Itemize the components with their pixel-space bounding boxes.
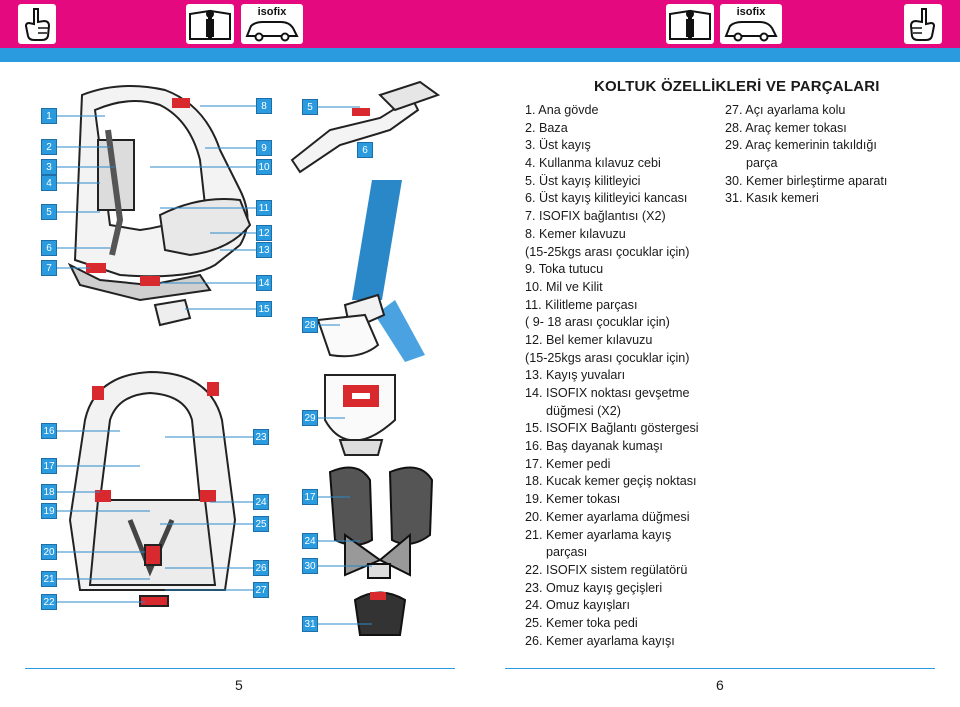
callout-number: 18 bbox=[41, 484, 57, 500]
callout-number: 11 bbox=[256, 200, 272, 216]
list-item: 5. Üst kayış kilitleyici bbox=[525, 173, 641, 188]
isofix-label: isofix bbox=[736, 6, 766, 18]
belt-guide-red bbox=[172, 98, 190, 108]
pointing-hand-icon bbox=[904, 4, 942, 44]
pointing-hand-icon bbox=[18, 4, 56, 44]
list-item: 25. Kemer toka pedi bbox=[525, 615, 638, 630]
list-item: 18. Kucak kemer geçiş noktası bbox=[525, 474, 697, 489]
list-item: (15-25kgs arası çocuklar için) bbox=[525, 244, 690, 259]
callout-number: 19 bbox=[41, 503, 57, 519]
callout-number: 23 bbox=[253, 429, 269, 445]
list-item: 28. Araç kemer tokası bbox=[725, 120, 847, 135]
callout-number: 17 bbox=[41, 458, 57, 474]
header-band bbox=[0, 48, 960, 62]
info-book-icon bbox=[186, 4, 234, 44]
list-item: parça bbox=[725, 156, 778, 171]
list-item: 30. Kemer birleştirme aparatı bbox=[725, 173, 888, 188]
isofix-car-icon: isofix bbox=[241, 4, 303, 44]
list-item: 22. ISOFIX sistem regülatörü bbox=[525, 562, 688, 577]
list-item: 29. Araç kemerinin takıldığı bbox=[725, 138, 877, 153]
list-item: 4. Kullanma kılavuz cebi bbox=[525, 156, 661, 171]
list-item: 21. Kemer ayarlama kayış bbox=[525, 527, 672, 542]
callout-number: 3 bbox=[41, 159, 57, 175]
callout-number: 28 bbox=[302, 317, 318, 333]
callout-number: 26 bbox=[253, 560, 269, 576]
callout-number: 22 bbox=[41, 594, 57, 610]
callout-number: 29 bbox=[302, 410, 318, 426]
callout-number: 12 bbox=[256, 225, 272, 241]
list-item: 26. Kemer ayarlama kayışı bbox=[525, 633, 675, 648]
callout-number: 1 bbox=[41, 108, 57, 124]
callout-number: 17 bbox=[302, 489, 318, 505]
list-item: 12. Bel kemer kılavuzu bbox=[525, 332, 653, 347]
list-item: 24. Omuz kayışları bbox=[525, 598, 630, 613]
list-item: 20. Kemer ayarlama düğmesi bbox=[525, 509, 690, 524]
list-item: 19. Kemer tokası bbox=[525, 492, 621, 507]
callout-number: 16 bbox=[41, 423, 57, 439]
callout-number: 6 bbox=[357, 142, 373, 158]
callout-number: 5 bbox=[302, 99, 318, 115]
callout-number: 24 bbox=[253, 494, 269, 510]
header-bar bbox=[0, 0, 960, 48]
callout-number: 7 bbox=[41, 260, 57, 276]
list-item: 15. ISOFIX Bağlantı göstergesi bbox=[525, 421, 699, 436]
callout-number: 6 bbox=[41, 240, 57, 256]
list-item: 14. ISOFIX noktası gevşetme bbox=[525, 386, 690, 400]
list-item: 1. Ana gövde bbox=[525, 103, 599, 117]
list-item: 16. Baş dayanak kumaşı bbox=[525, 439, 663, 454]
callout-number: 9 bbox=[256, 140, 272, 156]
info-book-icon bbox=[666, 4, 714, 44]
list-item: 7. ISOFIX bağlantısı (X2) bbox=[525, 209, 666, 224]
isofix-car-icon: isofix bbox=[720, 4, 782, 44]
list-item: 8. Kemer kılavuzu bbox=[525, 226, 626, 241]
callout-number: 31 bbox=[302, 616, 318, 632]
list-item: 11. Kilitleme parçası bbox=[525, 297, 638, 312]
footer-rule-right bbox=[505, 668, 935, 669]
parts-list-column-2: 27. Açı ayarlama kolu 28. Araç kemer toka… bbox=[725, 102, 887, 208]
callout-number: 21 bbox=[41, 571, 57, 587]
list-item: 17. Kemer pedi bbox=[525, 456, 611, 471]
parts-list-column-1: 1. Ana gövde 2. Baza 3. Üst kayış 4. Kullan… bbox=[525, 102, 699, 650]
footer-rule-left bbox=[25, 668, 455, 669]
list-item: 3. Üst kayış bbox=[525, 138, 591, 153]
list-item: 13. Kayış yuvaları bbox=[525, 368, 626, 383]
list-item: 27. Açı ayarlama kolu bbox=[725, 103, 846, 117]
callout-number: 15 bbox=[256, 301, 272, 317]
callout-number: 5 bbox=[41, 204, 57, 220]
belt-tongue bbox=[324, 374, 396, 441]
callout-number: 10 bbox=[256, 159, 272, 175]
list-item: parçası bbox=[525, 545, 588, 560]
list-item: 31. Kasık kemeri bbox=[725, 191, 819, 206]
page-number-right: 6 bbox=[716, 677, 724, 693]
callout-number: 27 bbox=[253, 582, 269, 598]
list-item: düğmesi (X2) bbox=[525, 403, 621, 418]
callout-number: 20 bbox=[41, 544, 57, 560]
callout-number: 8 bbox=[256, 98, 272, 114]
section-title: KOLTUK ÖZELLİKLERİ VE PARÇALARI bbox=[594, 78, 880, 95]
callout-number: 24 bbox=[302, 533, 318, 549]
list-item: (15-25kgs arası çocuklar için) bbox=[525, 350, 690, 365]
seat-front-view bbox=[68, 370, 237, 607]
seat-side-view bbox=[67, 85, 252, 302]
list-item: 2. Baza bbox=[525, 120, 568, 135]
shoulder-pads bbox=[328, 466, 434, 636]
callout-number: 13 bbox=[256, 242, 272, 258]
callout-number: 14 bbox=[256, 275, 272, 291]
vehicle-belt bbox=[352, 180, 402, 300]
callout-number: 25 bbox=[253, 516, 269, 532]
list-item: ( 9- 18 arası çocuklar için) bbox=[525, 315, 670, 330]
callout-number: 30 bbox=[302, 558, 318, 574]
list-item: 9. Toka tutucu bbox=[525, 262, 604, 277]
top-tether-buckle bbox=[290, 80, 441, 174]
list-item: 23. Omuz kayış geçişleri bbox=[525, 580, 663, 595]
callout-number: 4 bbox=[41, 175, 57, 191]
list-item: 6. Üst kayış kilitleyici kancası bbox=[525, 191, 688, 206]
page-number-left: 5 bbox=[235, 677, 243, 693]
callout-number: 2 bbox=[41, 139, 57, 155]
isofix-label: isofix bbox=[257, 6, 287, 18]
list-item: 10. Mil ve Kilit bbox=[525, 279, 603, 294]
